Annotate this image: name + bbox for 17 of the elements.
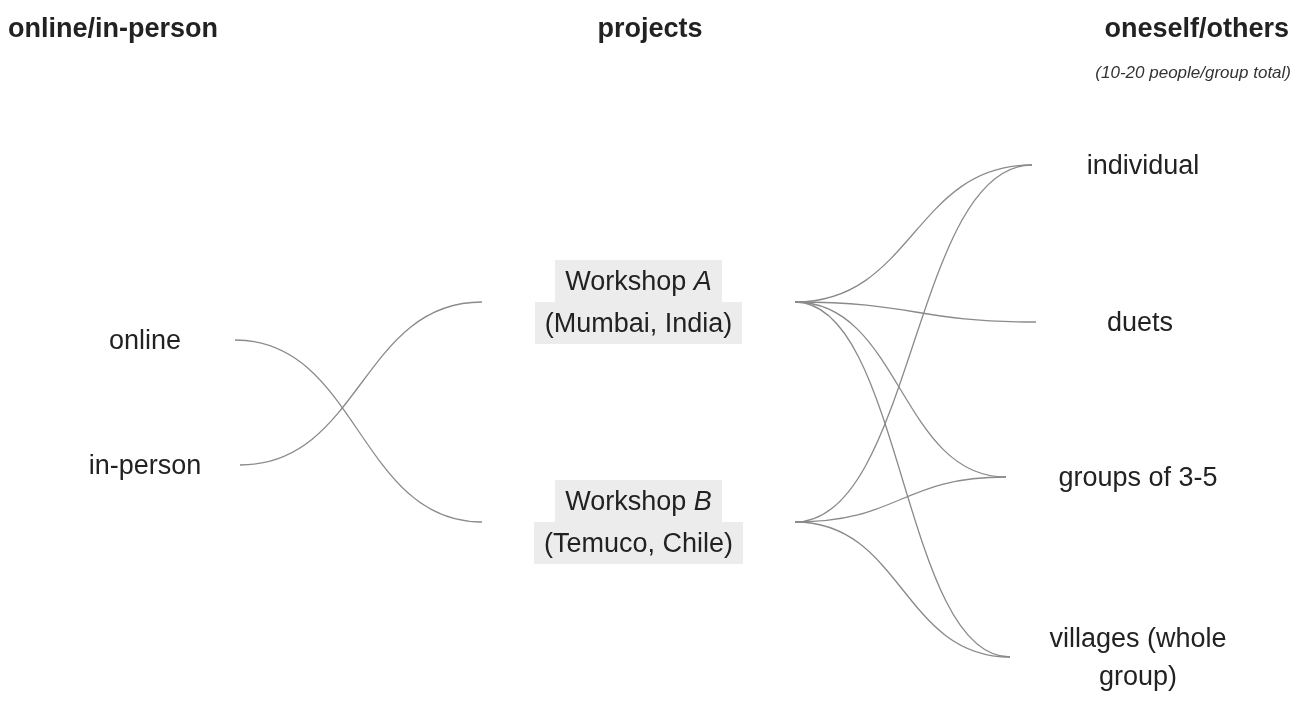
node-label: duets (1105, 306, 1175, 339)
column-heading: projects (596, 12, 704, 45)
connector-curve (234, 339, 483, 523)
node-label: online (107, 324, 183, 357)
column-note: (10-20 people/group total) (1095, 62, 1291, 84)
node-label: individual (1085, 149, 1201, 182)
highlighted-text: Workshop B (555, 480, 722, 522)
node-label: villages (whole group) (1048, 622, 1228, 693)
node-label: groups of 3-5 (1057, 461, 1219, 494)
node-label: in-person (87, 449, 203, 482)
column-heading: oneself/others (1103, 12, 1290, 45)
connector-curve (794, 521, 1011, 658)
highlighted-text: (Temuco, Chile) (533, 522, 744, 564)
highlighted-text: (Mumbai, India) (534, 302, 743, 344)
highlighted-text: Workshop A (555, 260, 722, 302)
connector-curve (239, 301, 483, 466)
column-heading: online/in-person (7, 12, 219, 45)
